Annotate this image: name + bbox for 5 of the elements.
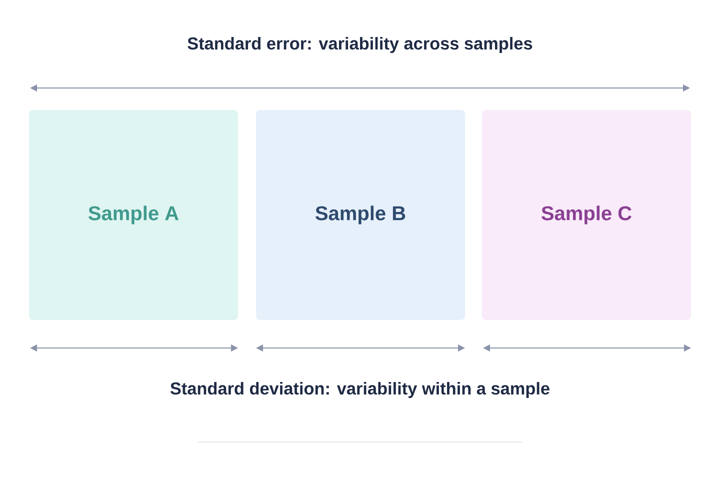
sample-box: Sample B: [256, 110, 465, 320]
sample-box: Sample C: [482, 110, 691, 320]
sample-box: Sample A: [29, 110, 238, 320]
caption-text: Standard error: variability across samples: [188, 36, 532, 54]
caption-text: Standard deviation: variability within a sample: [170, 382, 550, 398]
